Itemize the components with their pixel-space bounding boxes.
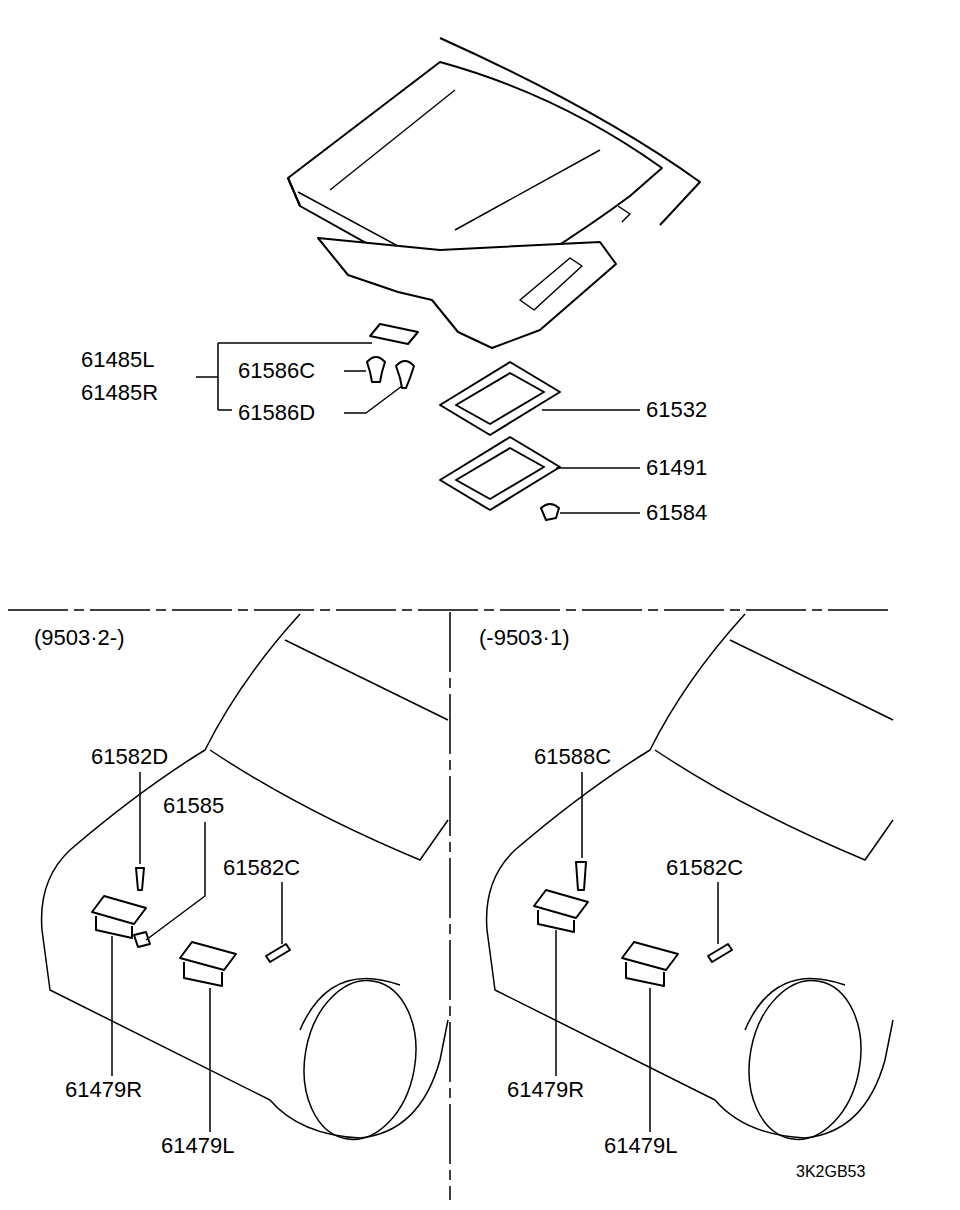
callout-number: 61479L [160, 1134, 235, 1158]
callout-number: 61479R [506, 1078, 585, 1102]
callout-number: 61582C [222, 856, 301, 880]
car-front-drawing [487, 614, 893, 1148]
callout-number: 61582C [665, 856, 744, 880]
callout-number: 61586C [237, 359, 316, 383]
callout-number: 61485R [80, 381, 159, 405]
date-range-note: (-9503·1) [478, 626, 570, 650]
callout-number: 61586D [237, 401, 316, 425]
left-parts [92, 868, 290, 986]
top-parts [367, 324, 560, 520]
leader-lines [196, 343, 640, 513]
callout-number: 61588C [533, 745, 612, 769]
callout-number: 61584 [645, 501, 708, 525]
separator-line [449, 612, 451, 1200]
callout-number: 61479L [603, 1134, 678, 1158]
callout-number: 61582D [90, 745, 169, 769]
callout-number: 61532 [645, 398, 708, 422]
callout-number: 61485L [80, 348, 155, 372]
separator-line [8, 609, 890, 611]
car-front-drawing [42, 614, 448, 1148]
hood-drawing [288, 38, 700, 348]
callout-number: 61479R [64, 1078, 143, 1102]
diagram-code: 3K2GB53 [795, 1163, 866, 1181]
callout-number: 61585 [162, 794, 225, 818]
right-parts [534, 862, 732, 986]
callout-number: 61491 [645, 456, 708, 480]
date-range-note: (9503·2-) [33, 626, 125, 650]
